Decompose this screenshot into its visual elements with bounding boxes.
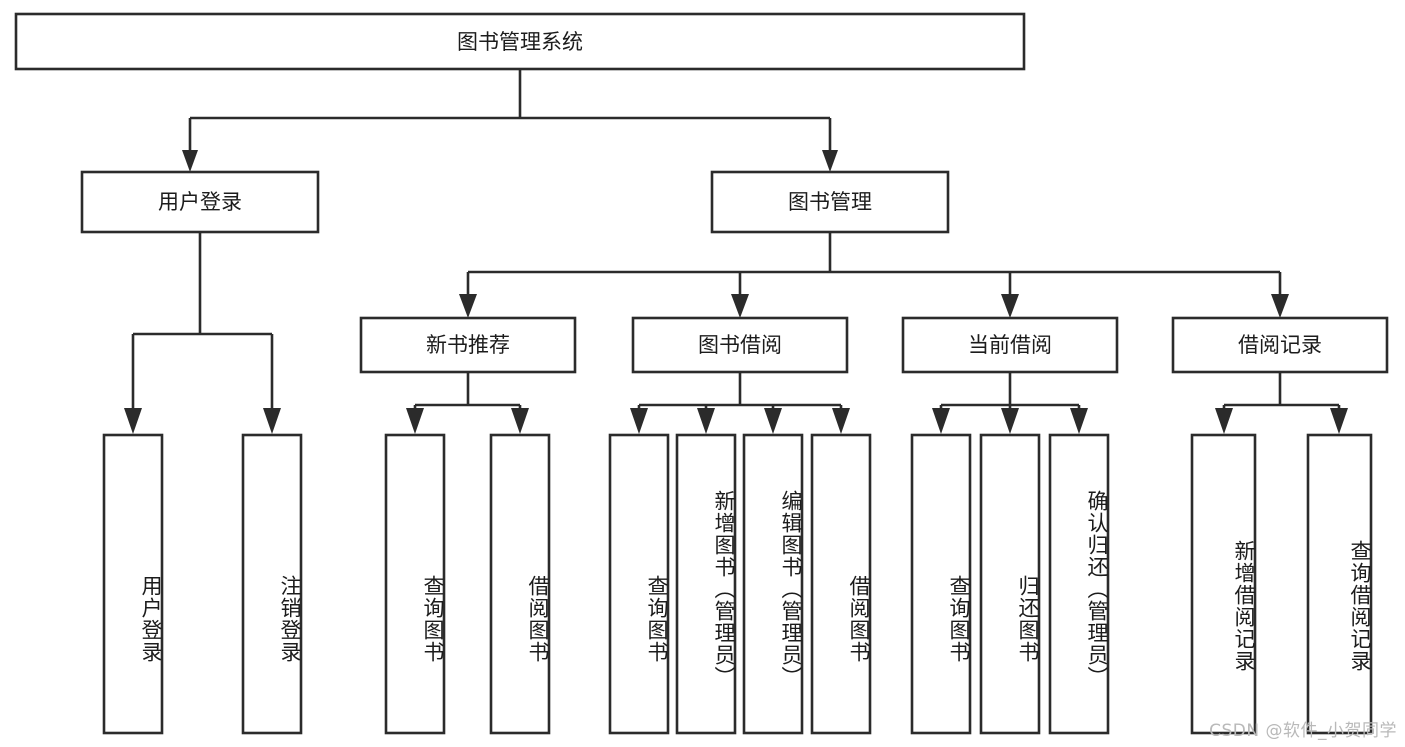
arrow-head-leaf-bb-borrow (832, 408, 850, 434)
arrow-head-borrowbook (731, 294, 749, 318)
node-user-login-box[interactable] (80, 170, 320, 234)
leaf-box-br-add[interactable] (1190, 433, 1257, 735)
arrow-head-leaf-bb-edit (764, 408, 782, 434)
arrow-head-leaf-bb-add (697, 408, 715, 434)
node-borrow-record-box[interactable] (1171, 316, 1389, 374)
arrow-head-leaf-user-logout (263, 408, 281, 434)
leaf-box-user-logout[interactable] (241, 433, 303, 735)
arrow-head-leaf-br-add (1215, 408, 1233, 434)
arrow-head-leaf-newbook-borrow (511, 408, 529, 434)
node-layer: 图书管理系统 用户登录 图书管理 新书推荐 图书借阅 当前借阅 借阅记录 (14, 12, 1389, 735)
node-book-mgmt-box[interactable] (710, 170, 950, 234)
leaf-box-br-query[interactable] (1306, 433, 1373, 735)
node-book-borrow-label: 图书借阅 (698, 333, 782, 357)
node-book-borrow-box[interactable] (631, 316, 849, 374)
leaf-box-cb-confirm[interactable] (1048, 433, 1110, 735)
arrow-head-currentborrow (1001, 294, 1019, 318)
leaf-box-user-login[interactable] (102, 433, 164, 735)
node-current-borrow-box[interactable] (901, 316, 1119, 374)
arrow-head-leaf-user-login (124, 408, 142, 434)
connector-layer (124, 69, 1348, 434)
csdn-watermark: CSDN @软件_小贺同学 (1209, 721, 1397, 741)
leaf-box-bb-edit[interactable] (742, 433, 804, 735)
node-new-book-label: 新书推荐 (426, 333, 510, 357)
arrow-head-leaf-cb-return (1001, 408, 1019, 434)
arrow-head-leaf-cb-query (932, 408, 950, 434)
node-current-borrow-label: 当前借阅 (968, 333, 1052, 357)
arrow-head-leaf-bb-query (630, 408, 648, 434)
leaf-box-cb-query[interactable] (910, 433, 972, 735)
node-root-box[interactable] (14, 12, 1026, 71)
leaf-box-bb-query[interactable] (608, 433, 670, 735)
node-root-label: 图书管理系统 (457, 30, 583, 54)
arrow-head-bookmgmt (822, 150, 838, 172)
leaf-box-newbook-borrow[interactable] (489, 433, 551, 735)
leaf-box-bb-add[interactable] (675, 433, 737, 735)
arrow-head-newbook (459, 294, 477, 318)
leaf-box-bb-borrow[interactable] (810, 433, 872, 735)
node-new-book-box[interactable] (359, 316, 577, 374)
arrow-head-borrowrecord (1271, 294, 1289, 318)
arrow-head-leaf-br-query (1330, 408, 1348, 434)
leaf-box-newbook-query[interactable] (384, 433, 446, 735)
arrow-head-leaf-newbook-query (406, 408, 424, 434)
node-book-mgmt-label: 图书管理 (788, 190, 872, 214)
node-borrow-record-label: 借阅记录 (1238, 333, 1322, 357)
leaf-box-cb-return[interactable] (979, 433, 1041, 735)
node-user-login-label: 用户登录 (158, 190, 242, 214)
arrow-head-leaf-cb-confirm (1070, 408, 1088, 434)
arrow-head-userlogin (182, 150, 198, 172)
